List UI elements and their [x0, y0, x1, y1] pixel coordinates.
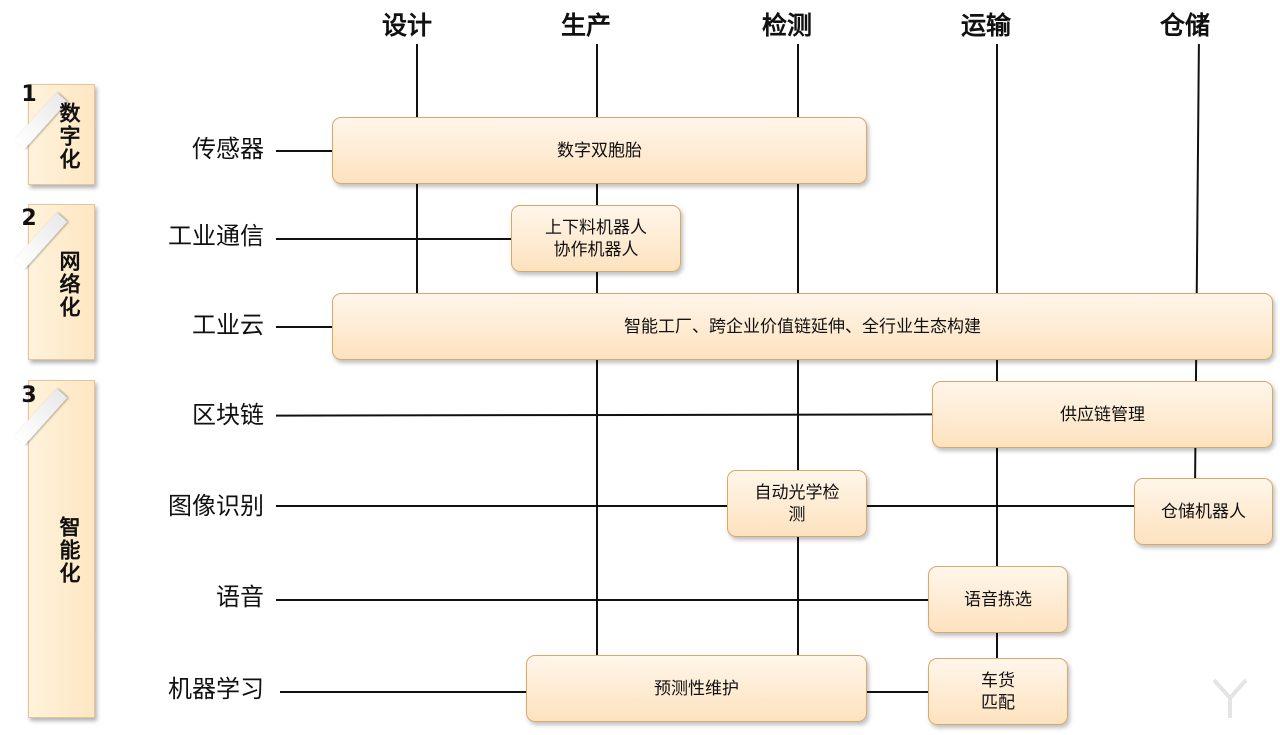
row-label-industrial-comm: 工业通信: [168, 222, 264, 250]
box-loading-robot-line2: 协作机器人: [553, 239, 639, 260]
hline-industrial-comm: [276, 238, 512, 240]
phase-digitalization: [28, 84, 95, 185]
hline-machine-learning-right: [867, 691, 928, 693]
box-vehicle-cargo-line1: 车货: [981, 670, 1015, 691]
box-voice-picking-text: 语音拣选: [964, 589, 1032, 610]
hline-voice: [276, 599, 928, 601]
box-warehouse-robot: 仓储机器人: [1134, 478, 1273, 545]
box-aoi-line2: 测: [788, 504, 806, 525]
box-predictive-maintenance: 预测性维护: [526, 655, 867, 722]
box-predictive-maintenance-text: 预测性维护: [654, 678, 739, 699]
box-supply-chain: 供应链管理: [932, 381, 1273, 448]
phase-number-3: 3: [21, 383, 37, 408]
box-digital-twin: 数字双胞胎: [332, 117, 867, 184]
watermark-logo-icon: [1212, 678, 1248, 718]
box-warehouse-robot-text: 仓储机器人: [1161, 501, 1246, 522]
stage-production: 生产: [560, 11, 611, 40]
row-label-image-recognition: 图像识别: [168, 492, 264, 520]
stage-inspection: 检测: [761, 11, 812, 40]
box-vehicle-cargo: 车货 匹配: [928, 658, 1068, 725]
phase-intelligentization: [28, 380, 95, 718]
hline-blockchain: [275, 413, 933, 417]
box-smart-factory: 智能工厂、跨企业价值链延伸、全行业生态构建: [332, 293, 1273, 360]
box-smart-factory-text: 智能工厂、跨企业价值链延伸、全行业生态构建: [624, 316, 981, 337]
row-label-sensor: 传感器: [192, 135, 264, 163]
phase-label-digitalization: 数字化: [57, 101, 81, 171]
box-aoi-line1: 自动光学检: [754, 482, 840, 503]
box-voice-picking: 语音拣选: [928, 566, 1068, 633]
box-supply-chain-text: 供应链管理: [1060, 404, 1145, 425]
box-loading-robot-line1: 上下料机器人: [545, 217, 647, 238]
row-label-machine-learning: 机器学习: [168, 675, 264, 703]
box-loading-robot: 上下料机器人 协作机器人: [511, 205, 681, 272]
hline-industrial-cloud: [276, 326, 332, 328]
box-vehicle-cargo-line2: 匹配: [981, 692, 1015, 713]
box-digital-twin-text: 数字双胞胎: [557, 140, 642, 161]
phase-label-intelligentization: 智能化: [57, 515, 81, 585]
hline-sensor: [276, 150, 332, 152]
hline-image-recognition: [276, 505, 1134, 507]
row-label-voice: 语音: [216, 583, 264, 611]
stage-design: 设计: [381, 11, 432, 40]
row-label-industrial-cloud: 工业云: [192, 311, 264, 339]
row-label-blockchain: 区块链: [192, 401, 264, 429]
stage-transport: 运输: [960, 11, 1011, 40]
phase-label-networking: 网络化: [57, 249, 81, 319]
box-aoi: 自动光学检 测: [727, 470, 867, 537]
phase-number-2: 2: [21, 206, 37, 231]
phase-number-1: 1: [21, 82, 37, 107]
stage-storage: 仓储: [1159, 11, 1210, 40]
